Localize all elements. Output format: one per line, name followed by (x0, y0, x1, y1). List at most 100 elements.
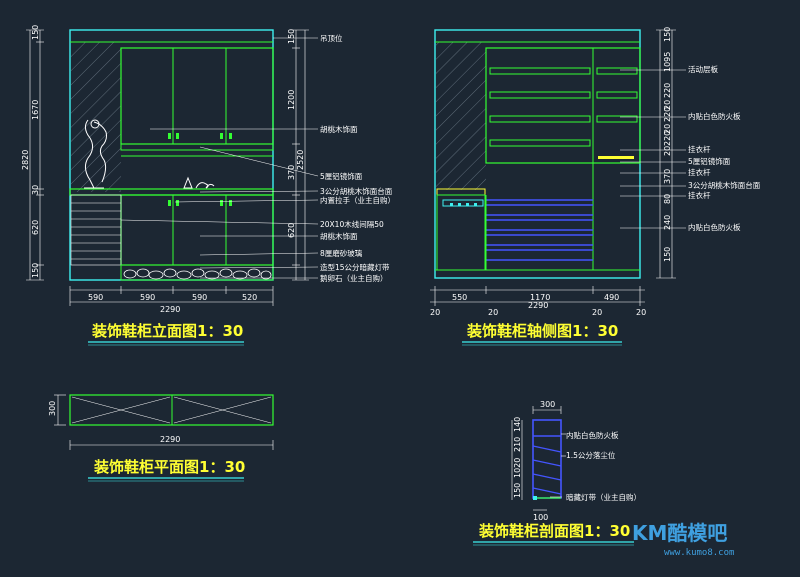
elevation-dim-right: 1200 (287, 90, 296, 110)
side-dim-right: 220 (663, 131, 672, 146)
section-dim-top: 300 (540, 400, 555, 409)
side-hanging-rod (598, 156, 634, 159)
side-note: 3公分胡桃木饰面台面 (688, 180, 761, 190)
side-note: 挂衣杆 (688, 167, 711, 177)
elevation-right-dim-chain (292, 29, 309, 281)
side-shoe-shelves (486, 199, 593, 261)
section-dims (511, 406, 566, 511)
elevation-note: 胡桃木饰面 (320, 231, 358, 241)
sculpture-figure-icon (84, 119, 107, 189)
elevation-upper-cabinet (120, 47, 274, 145)
side-dim-right: 80 (663, 194, 672, 204)
elevation-bottom-dim-chain (69, 286, 274, 306)
elevation-dim-total: 2290 (160, 305, 180, 314)
side-dim-right: 220 (663, 83, 672, 98)
elevation-note: 胡桃木饰面 (320, 124, 358, 134)
elevation-dim-right-total: 2520 (296, 150, 305, 170)
elevation-dim-bottom: 590 (192, 293, 207, 302)
side-dim-end: 20 (488, 308, 498, 317)
side-dim-right: 150 (663, 27, 672, 42)
side-upper-shelves (489, 67, 638, 147)
side-left-hatch (436, 42, 486, 190)
elevation-dim-bottom: 520 (242, 293, 257, 302)
elevation-view: 装饰鞋柜立面图1：30 (26, 29, 319, 346)
side-dim-right: 1095 (663, 52, 672, 72)
side-right-dim-chain (656, 29, 676, 279)
side-note: 挂衣杆 (688, 144, 711, 154)
elevation-note: 鹅卵石（业主自购） (320, 273, 388, 283)
elevation-title: 装饰鞋柜立面图1：30 (91, 322, 243, 340)
elevation-note: 8厘磨砂玻璃 (320, 248, 363, 258)
elevation-dim-left: 1670 (31, 100, 40, 120)
side-dim-end: 20 (430, 308, 440, 317)
side-dim-right: 240 (663, 215, 672, 230)
side-dim-end: 20 (592, 308, 602, 317)
side-note: 内贴白色防火板 (688, 222, 741, 232)
side-note: 内贴白色防火板 (688, 111, 741, 121)
plan-view: 装饰鞋柜平面图1：30 (54, 394, 274, 482)
plan-title: 装饰鞋柜平面图1：30 (93, 458, 245, 476)
side-bottom-dim-chain (430, 286, 645, 306)
elevation-pebbles (123, 268, 272, 280)
elevation-dim-left: 620 (31, 220, 40, 235)
section-dim-left: 140 (513, 417, 522, 432)
elevation-mirror-band (120, 143, 274, 151)
plan-dim-width: 2290 (160, 435, 180, 444)
elevation-dim-bottom: 590 (88, 293, 103, 302)
side-dim-end: 20 (636, 308, 646, 317)
section-shelves (532, 435, 562, 495)
section-dim-left: 210 (513, 437, 522, 452)
elevation-plinth (120, 264, 274, 281)
side-dim-bottom: 1170 (530, 293, 550, 302)
elevation-dim-left: 30 (31, 185, 40, 195)
site-logo: KM酷模吧 www.kumo8.com (632, 521, 734, 558)
elevation-dim-left: 150 (31, 25, 40, 40)
side-dim-right: 20 (663, 124, 672, 134)
elevation-note: 吊顶位 (320, 33, 343, 43)
plan-dim-depth: 300 (48, 401, 57, 416)
section-dim-bottom: 100 (533, 513, 548, 522)
section-note: 暗藏灯带（业主自购） (566, 492, 641, 502)
plan-dims (54, 394, 274, 450)
section-view: 装饰鞋柜剖面图1：30 (473, 406, 634, 546)
elevation-dim-left-total: 2820 (21, 150, 30, 170)
section-dim-left: 1020 (513, 458, 522, 478)
section-note: 1.5公分落尘位 (566, 450, 616, 460)
logo-url: www.kumo8.com (664, 548, 734, 558)
side-note: 挂衣杆 (688, 190, 711, 200)
side-dim-right: 220 (663, 107, 672, 122)
section-outline (532, 419, 562, 499)
elevation-dim-right: 370 (287, 165, 296, 180)
side-dim-right: 370 (663, 169, 672, 184)
annotation-labels: 590 590 590 520 2290 150 1670 30 620 150 2820 150 12… (21, 25, 761, 522)
decor-figurines-icon (183, 176, 215, 189)
side-dim-bottom: 550 (452, 293, 467, 302)
side-note: 活动层板 (688, 64, 718, 74)
logo-brand: KM酷模吧 (632, 521, 727, 545)
elevation-note: 内置拉手（业主自购） (320, 195, 395, 205)
elevation-striped-panel (70, 194, 122, 266)
side-title: 装饰鞋柜轴侧图1：30 (466, 322, 618, 340)
side-dim-right: 150 (663, 247, 672, 262)
elevation-note: 5厘铝镜饰面 (320, 171, 363, 181)
side-dim-right: 20 (663, 100, 672, 110)
section-title: 装饰鞋柜剖面图1：30 (478, 522, 630, 540)
section-note: 内贴白色防火板 (566, 430, 619, 440)
side-dim-bottom: 490 (604, 293, 619, 302)
elevation-note: 3公分胡桃木饰面台面 (320, 186, 393, 196)
elevation-note: 20X10木线间隔50 (320, 219, 384, 229)
elevation-dim-left: 150 (31, 263, 40, 278)
elevation-dim-right: 150 (287, 29, 296, 44)
elevation-note: 造型15公分暗藏灯带 (320, 262, 390, 272)
elevation-dim-right: 620 (287, 223, 296, 238)
elevation-dim-bottom: 590 (140, 293, 155, 302)
side-view: 装饰鞋柜轴侧图1：30 (430, 29, 686, 346)
side-dim-right: 20 (663, 146, 672, 156)
elevation-leader-lines (120, 37, 319, 279)
section-dim-left: 150 (513, 483, 522, 498)
elevation-left-dim-chain (26, 29, 44, 281)
elevation-lower-cabinet (120, 194, 274, 266)
side-leader-lines (620, 69, 686, 229)
side-dim-total: 2290 (528, 301, 548, 310)
